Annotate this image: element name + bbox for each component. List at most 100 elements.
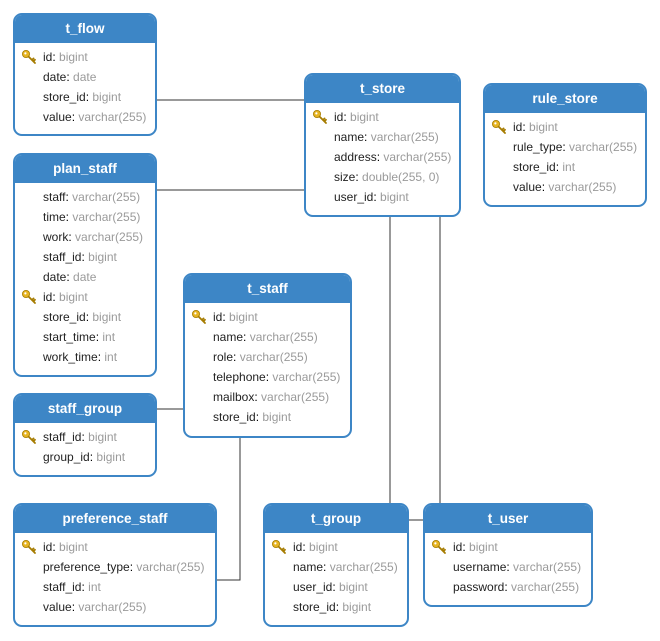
field-row[interactable]: name: varchar(255)	[293, 560, 398, 574]
field-name: id	[513, 120, 523, 134]
field-row[interactable]: password: varchar(255)	[453, 580, 580, 594]
field-type: bigint	[92, 90, 122, 104]
field-row[interactable]: id: bigint	[265, 537, 407, 557]
field-name: id	[453, 540, 463, 554]
field-type: int	[88, 580, 101, 594]
table-t-group[interactable]: t_group id: bigint name: varchar(255) us…	[263, 503, 409, 627]
field-row[interactable]: start_time: int	[43, 330, 116, 344]
field-row[interactable]: time: varchar(255)	[43, 210, 141, 224]
field-name: size	[334, 170, 356, 184]
field-type: varchar(255)	[370, 130, 439, 144]
field-row[interactable]: date: date	[43, 270, 97, 284]
field-name: start_time	[43, 330, 96, 344]
field-name: user_id	[334, 190, 374, 204]
field-name: time	[43, 210, 66, 224]
primary-key-icon	[272, 540, 286, 554]
field-name: work	[43, 230, 69, 244]
field-name: password	[453, 580, 505, 594]
field-row[interactable]: telephone: varchar(255)	[213, 370, 341, 384]
table-t-staff[interactable]: t_staff id: bigint name: varchar(255) ro…	[183, 273, 352, 438]
field-row[interactable]: value: varchar(255)	[43, 600, 147, 614]
field-type: bigint	[342, 600, 372, 614]
field-type: date	[73, 70, 97, 84]
field-row[interactable]: staff_id: bigint	[15, 427, 155, 447]
field-name: username	[453, 560, 507, 574]
table-t-store[interactable]: t_store id: bigint name: varchar(255) ad…	[304, 73, 461, 217]
field-row[interactable]: store_id: bigint	[43, 310, 122, 324]
field-row[interactable]: value: varchar(255)	[43, 110, 147, 124]
field-type: bigint	[529, 120, 558, 134]
field-name: preference_type	[43, 560, 130, 574]
primary-key-icon	[192, 310, 206, 324]
table-staff-group[interactable]: staff_group staff_id: bigint group_id: b…	[13, 393, 157, 477]
table-title: plan_staff	[15, 155, 155, 183]
field-name: store_id	[43, 90, 86, 104]
field-row[interactable]: rule_type: varchar(255)	[513, 140, 638, 154]
field-type: bigint	[350, 110, 379, 124]
table-preference-staff[interactable]: preference_staff id: bigint preference_t…	[13, 503, 217, 627]
field-type: bigint	[229, 310, 258, 324]
field-type: bigint	[88, 430, 117, 444]
field-row[interactable]: id: bigint	[15, 287, 155, 307]
field-row[interactable]: date: date	[43, 70, 97, 84]
field-row[interactable]: store_id: bigint	[293, 600, 372, 614]
field-row[interactable]: preference_type: varchar(255)	[43, 560, 205, 574]
field-row[interactable]: id: bigint	[485, 117, 645, 137]
field-row[interactable]: id: bigint	[15, 537, 215, 557]
field-name: value	[43, 110, 72, 124]
field-type: varchar(255)	[78, 110, 147, 124]
field-type: varchar(255)	[75, 230, 144, 244]
field-row[interactable]: staff_id: bigint	[43, 250, 117, 264]
table-t-user[interactable]: t_user id: bigint username: varchar(255)…	[423, 503, 593, 607]
primary-key-icon	[22, 430, 36, 444]
field-row[interactable]: value: varchar(255)	[513, 180, 617, 194]
field-row[interactable]: staff: varchar(255)	[43, 190, 141, 204]
table-plan-staff[interactable]: plan_staff staff: varchar(255) time: var…	[13, 153, 157, 377]
field-row[interactable]: store_id: bigint	[43, 90, 122, 104]
field-type: double(255, 0)	[362, 170, 440, 184]
field-name: user_id	[293, 580, 333, 594]
field-type: bigint	[59, 290, 88, 304]
field-name: staff_id	[43, 580, 82, 594]
field-row[interactable]: staff_id: int	[43, 580, 101, 594]
field-row[interactable]: mailbox: varchar(255)	[213, 390, 330, 404]
field-row[interactable]: work_time: int	[43, 350, 118, 364]
field-row[interactable]: id: bigint	[306, 107, 459, 127]
relation-preferencestaff-tstaff	[216, 437, 241, 581]
field-row[interactable]: username: varchar(255)	[453, 560, 582, 574]
field-type: varchar(255)	[513, 560, 582, 574]
primary-key-icon	[492, 120, 506, 134]
field-type: bigint	[469, 540, 498, 554]
field-row[interactable]: work: varchar(255)	[43, 230, 144, 244]
field-name: name	[293, 560, 324, 574]
field-row[interactable]: name: varchar(255)	[213, 330, 318, 344]
field-row[interactable]: id: bigint	[185, 307, 350, 327]
field-row[interactable]: address: varchar(255)	[334, 150, 452, 164]
field-type: bigint	[59, 540, 88, 554]
field-row[interactable]: user_id: bigint	[293, 580, 368, 594]
field-type: varchar(255)	[249, 330, 318, 344]
field-row[interactable]: size: double(255, 0)	[334, 170, 440, 184]
field-type: varchar(255)	[261, 390, 330, 404]
field-row[interactable]: name: varchar(255)	[334, 130, 439, 144]
table-title: t_store	[306, 75, 459, 103]
field-row[interactable]: user_id: bigint	[334, 190, 409, 204]
field-type: bigint	[262, 410, 292, 424]
field-name: staff_id	[43, 250, 82, 264]
field-name: telephone	[213, 370, 266, 384]
field-name: store_id	[213, 410, 256, 424]
field-type: bigint	[59, 50, 88, 64]
field-row[interactable]: store_id: bigint	[213, 410, 292, 424]
field-row[interactable]: role: varchar(255)	[213, 350, 308, 364]
field-row[interactable]: id: bigint	[15, 47, 155, 67]
field-row[interactable]: store_id: int	[513, 160, 576, 174]
field-row[interactable]: group_id: bigint	[43, 450, 126, 464]
table-rule-store[interactable]: rule_store id: bigint rule_type: varchar…	[483, 83, 647, 207]
field-row[interactable]: id: bigint	[425, 537, 591, 557]
field-type: varchar(255)	[548, 180, 617, 194]
field-name: name	[213, 330, 244, 344]
field-type: bigint	[309, 540, 338, 554]
field-name: id	[43, 290, 53, 304]
table-t-flow[interactable]: t_flow id: bigint date: date store_id: b…	[13, 13, 157, 136]
